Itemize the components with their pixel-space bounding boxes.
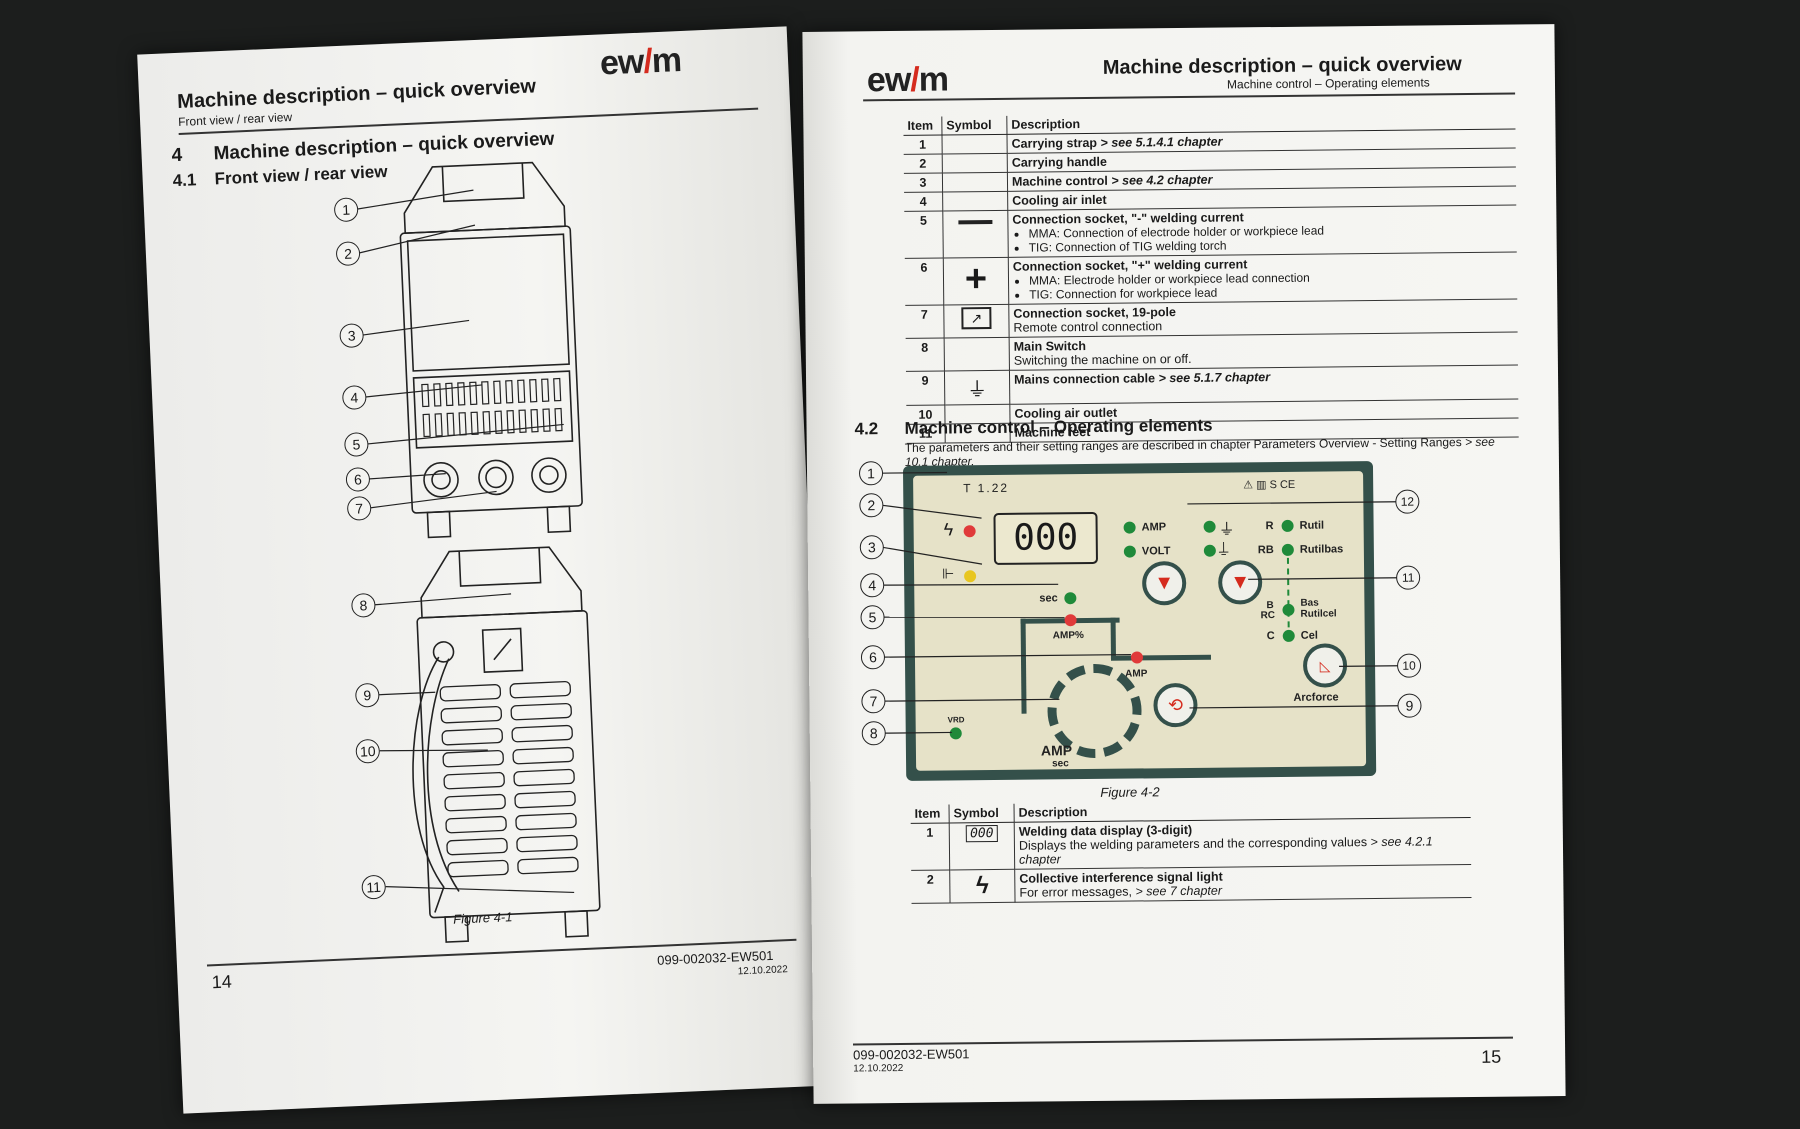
page-number: 15 xyxy=(1481,1046,1502,1067)
panel-callout-leaders xyxy=(881,471,1400,734)
doc-number: 099-002032-EW501 xyxy=(853,1046,970,1063)
panel-callout-3: 3 xyxy=(859,535,884,560)
panel-callout-4: 4 xyxy=(860,573,885,598)
panel-callout-8: 8 xyxy=(861,721,886,746)
panel-callout-2: 2 xyxy=(859,493,884,518)
left-page: ew/m Machine description – quick overvie… xyxy=(137,26,833,1114)
callout-leaders xyxy=(356,189,575,894)
col-symbol: Symbol xyxy=(949,803,1015,823)
panel-callout-12: 12 xyxy=(1395,489,1420,514)
panel-callout-9: 9 xyxy=(1397,693,1422,718)
right-page: ew/m Machine description – quick overvie… xyxy=(802,24,1566,1104)
figure-caption: Figure 4-2 xyxy=(1100,784,1160,800)
rear-view-drawing xyxy=(412,546,601,943)
table-row: 1 000 Welding data display (3-digit)Disp… xyxy=(910,817,1472,871)
panel-callout-10: 10 xyxy=(1396,653,1422,678)
panel-callout-5: 5 xyxy=(860,605,885,630)
panel-callout-6: 6 xyxy=(860,645,886,670)
panel-callout-7: 7 xyxy=(861,689,886,714)
doc-date: 12.10.2022 xyxy=(737,964,789,978)
interference-signal-icon: ϟ xyxy=(975,872,989,900)
items-table-2: Item Symbol Description 1 000 Welding da… xyxy=(910,799,1472,904)
figure-caption: Figure 4-1 xyxy=(452,909,513,927)
col-item: Item xyxy=(910,804,950,824)
table-row: 2 ϟ Collective interference signal light… xyxy=(911,864,1472,904)
front-view-drawing xyxy=(399,161,583,539)
display-icon: 000 xyxy=(965,824,998,843)
panel-callout-1: 1 xyxy=(858,461,884,486)
page-number: 14 xyxy=(211,971,233,993)
panel-callout-11: 11 xyxy=(1396,565,1421,590)
doc-date: 12.10.2022 xyxy=(853,1062,904,1075)
